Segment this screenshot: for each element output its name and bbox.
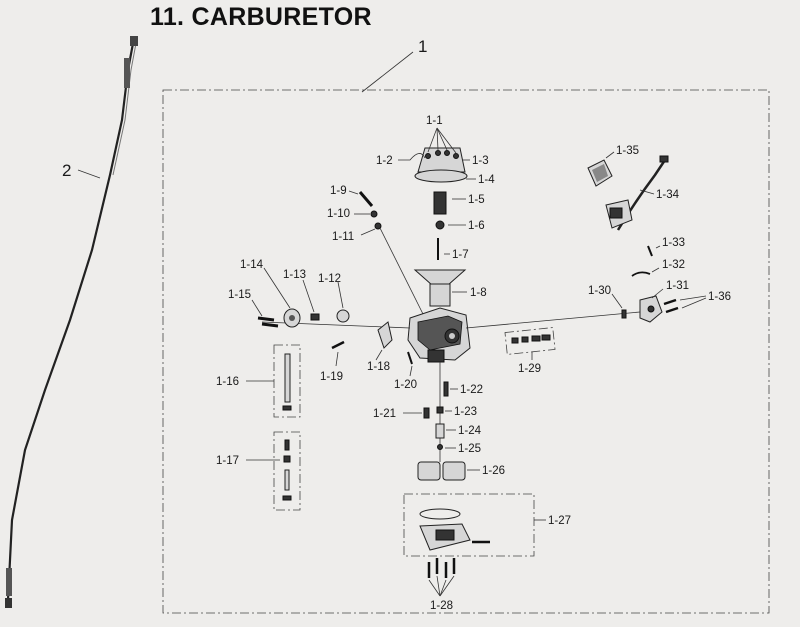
callout-2: 2 xyxy=(62,161,71,180)
callout-1-33: 1-33 xyxy=(662,237,685,249)
mounting-screws xyxy=(257,316,279,328)
tube xyxy=(284,353,291,403)
choke-plunger-set xyxy=(511,334,551,344)
callout-1-27: 1-27 xyxy=(548,515,571,527)
callout-1-32: 1-32 xyxy=(662,259,685,271)
callout-1-1: 1-1 xyxy=(426,115,443,127)
callout-1-5: 1-5 xyxy=(468,194,485,206)
callout-1-26: 1-26 xyxy=(482,465,505,477)
callout-1-22: 1-22 xyxy=(460,384,483,396)
o-ring xyxy=(336,309,350,323)
main-jet-holder xyxy=(435,423,445,439)
choke-washer xyxy=(621,309,627,319)
callout-1-7: 1-7 xyxy=(452,249,469,261)
callout-1-13: 1-13 xyxy=(283,269,306,281)
diaphragm-slide xyxy=(413,269,467,307)
diagram-title: 11. CARBURETOR xyxy=(150,3,372,31)
callout-1-34: 1-34 xyxy=(656,189,680,201)
callout-1-11: 1-11 xyxy=(332,231,354,243)
callout-1-15: 1-15 xyxy=(228,289,251,301)
callout-1: 1 xyxy=(418,37,427,56)
carburetor-body xyxy=(407,307,471,363)
spring xyxy=(433,191,447,215)
pilot-spring xyxy=(370,210,378,218)
parts-group-1-17 xyxy=(273,431,301,511)
choke-cap xyxy=(587,159,613,187)
callout-1-10: 1-10 xyxy=(327,208,350,220)
callout-1-28: 1-28 xyxy=(430,600,453,612)
callout-1-35: 1-35 xyxy=(616,145,639,157)
throttle-cable xyxy=(5,36,138,608)
callout-1-14: 1-14 xyxy=(240,259,264,271)
pilot-washer xyxy=(374,222,382,230)
parts-group-1-29 xyxy=(504,327,556,355)
top-cap xyxy=(414,147,468,183)
callout-1-21: 1-21 xyxy=(373,408,396,420)
drain-hose-fitting xyxy=(407,351,413,365)
callout-1-31: 1-31 xyxy=(666,280,689,292)
jet-holder xyxy=(436,406,444,414)
callout-1-19: 1-19 xyxy=(320,371,343,383)
callout-1-9: 1-9 xyxy=(330,185,347,197)
callout-1-16: 1-16 xyxy=(216,376,239,388)
callout-1-17: 1-17 xyxy=(216,455,239,467)
callout-1-8: 1-8 xyxy=(470,287,487,299)
choke-cable-unit xyxy=(605,155,669,231)
callout-1-20: 1-20 xyxy=(394,379,417,391)
float-bowl xyxy=(419,508,490,551)
bowl-screws xyxy=(427,558,456,578)
assembly-outline xyxy=(162,89,770,614)
idle-screw xyxy=(331,340,345,350)
callout-1-36: 1-36 xyxy=(708,291,731,303)
choke-spring-clip xyxy=(631,271,651,277)
parts-group-1-27 xyxy=(403,493,535,557)
choke-body xyxy=(639,295,663,323)
callout-1-3: 1-3 xyxy=(472,155,489,167)
needle-jet xyxy=(443,381,449,397)
callout-1-24: 1-24 xyxy=(458,425,482,437)
callout-1-4: 1-4 xyxy=(478,174,495,186)
intake-plate xyxy=(283,308,301,328)
callout-1-12: 1-12 xyxy=(318,273,341,285)
choke-mount-screws xyxy=(663,298,679,314)
callout-1-2: 1-2 xyxy=(376,155,393,167)
callout-1-6: 1-6 xyxy=(468,220,485,232)
needle-clip xyxy=(435,220,445,230)
choke-screw xyxy=(647,245,653,257)
callout-1-23: 1-23 xyxy=(454,406,477,418)
callout-1-25: 1-25 xyxy=(458,443,481,455)
callout-1-30: 1-30 xyxy=(588,285,611,297)
throttle-bracket xyxy=(377,321,393,349)
callout-1-18: 1-18 xyxy=(367,361,390,373)
float xyxy=(417,461,466,481)
callout-1-29: 1-29 xyxy=(518,363,541,375)
intake-spacer xyxy=(310,313,320,321)
pilot-jet xyxy=(423,407,430,419)
main-jet xyxy=(437,444,443,450)
pilot-screw xyxy=(358,191,374,207)
